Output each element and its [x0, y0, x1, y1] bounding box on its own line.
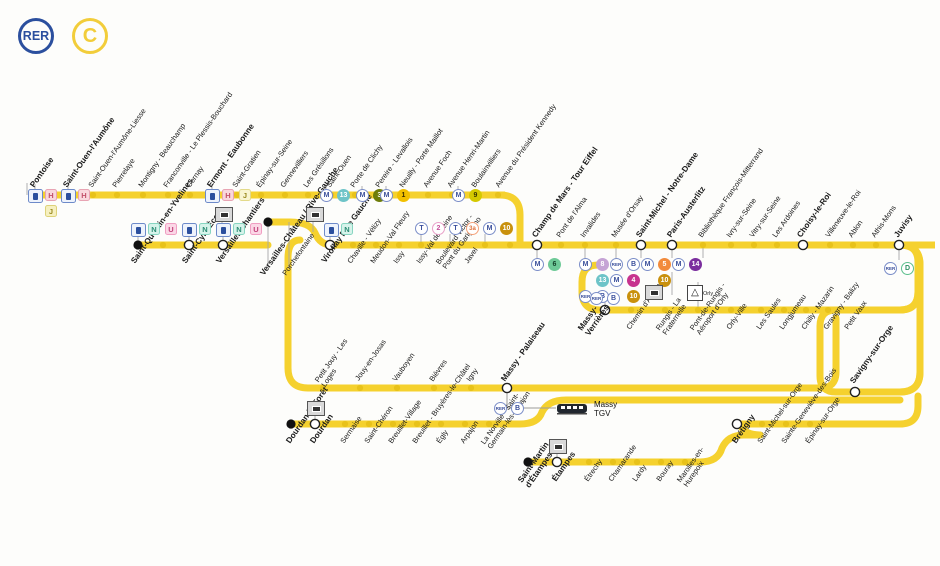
metro-line-badge[interactable]: 10 — [627, 290, 640, 303]
rer-line-badge[interactable]: D — [901, 262, 914, 275]
rer-icon[interactable]: RER — [610, 258, 623, 271]
train-icon[interactable] — [61, 189, 76, 203]
transilien-n-icon[interactable]: N — [341, 223, 353, 235]
metro-icon[interactable]: M — [641, 258, 654, 271]
transilien-n-icon[interactable]: N — [199, 223, 211, 235]
train-icon[interactable] — [216, 223, 231, 237]
surveillance-camera-icon — [645, 285, 663, 300]
metro-icon[interactable]: M — [356, 189, 369, 202]
transilien-n-icon[interactable]: N — [148, 223, 160, 235]
tram-icon[interactable]: T — [415, 222, 428, 235]
rer-logo-text: RER — [22, 29, 50, 43]
surveillance-camera-icon — [306, 207, 324, 222]
metro-line-badge[interactable]: 13 — [337, 189, 350, 202]
rer-icon[interactable]: RER — [590, 292, 603, 305]
line-c-text: C — [82, 24, 98, 47]
metro-line-badge[interactable]: 1 — [397, 189, 410, 202]
rer-logo: RER — [18, 18, 54, 54]
metro-icon[interactable]: M — [672, 258, 685, 271]
train-icon[interactable] — [324, 223, 339, 237]
metro-line-badge[interactable]: 10 — [500, 222, 513, 235]
metro-line-badge[interactable]: 10 — [658, 274, 671, 287]
terminus-stations — [30, 190, 533, 467]
airport-icon: △ — [687, 285, 703, 301]
transilien-u-icon[interactable]: U — [250, 223, 262, 235]
transilien-h-icon[interactable]: H — [222, 189, 234, 201]
rer-line-badge[interactable]: B — [511, 402, 524, 415]
etampes-line — [524, 431, 764, 466]
rer-icon[interactable]: RER — [494, 402, 507, 415]
train-icon[interactable] — [28, 189, 43, 203]
tram-line-badge[interactable]: 2 — [432, 222, 445, 235]
metro-line-badge[interactable]: 8 — [596, 258, 609, 271]
transilien-u-icon[interactable]: U — [165, 223, 177, 235]
minor-station-dots — [89, 191, 880, 466]
train-icon[interactable] — [131, 223, 146, 237]
metro-icon[interactable]: M — [320, 189, 333, 202]
train-icon[interactable] — [182, 223, 197, 237]
metro-icon[interactable]: M — [452, 189, 465, 202]
metro-icon[interactable]: M — [579, 258, 592, 271]
transilien-h-icon[interactable]: H — [78, 189, 90, 201]
massy-tgv-label-line2: TGV — [594, 409, 611, 419]
transilien-j-icon[interactable]: J — [239, 189, 251, 201]
tgv-train-icon — [557, 404, 587, 415]
surveillance-camera-icon — [215, 207, 233, 222]
metro-line-badge[interactable]: 14 — [689, 258, 702, 271]
metro-icon[interactable]: M — [483, 222, 496, 235]
rer-icon[interactable]: RER — [884, 262, 897, 275]
metro-line-badge[interactable]: 13 — [596, 274, 609, 287]
metro-line-badge[interactable]: 4 — [627, 274, 640, 287]
transilien-j-icon[interactable]: J — [45, 205, 57, 217]
metro-icon[interactable]: M — [610, 274, 623, 287]
dourdan-line — [287, 396, 904, 428]
metro-icon[interactable]: M — [380, 189, 393, 202]
massy-palaiseau-line — [284, 236, 840, 392]
transilien-h-icon[interactable]: H — [45, 189, 57, 201]
surveillance-camera-icon — [307, 401, 325, 416]
surveillance-camera-icon — [549, 439, 567, 454]
rer-line-badge[interactable]: B — [607, 292, 620, 305]
massy-tgv-label-line1: Massy — [594, 400, 618, 409]
rer-line-badge[interactable]: B — [627, 258, 640, 271]
orly-label: Orly — [703, 291, 714, 297]
transilien-n-icon[interactable]: N — [233, 223, 245, 235]
metro-line-badge[interactable]: 9 — [469, 189, 482, 202]
metro-line-badge[interactable]: 6 — [548, 258, 561, 271]
metro-line-badge[interactable]: 5 — [658, 258, 671, 271]
train-icon[interactable] — [205, 189, 220, 203]
tram-line-badge[interactable]: 3a — [466, 222, 479, 235]
tram-icon[interactable]: T — [449, 222, 462, 235]
line-c-logo: C — [72, 18, 108, 54]
metro-icon[interactable]: M — [531, 258, 544, 271]
